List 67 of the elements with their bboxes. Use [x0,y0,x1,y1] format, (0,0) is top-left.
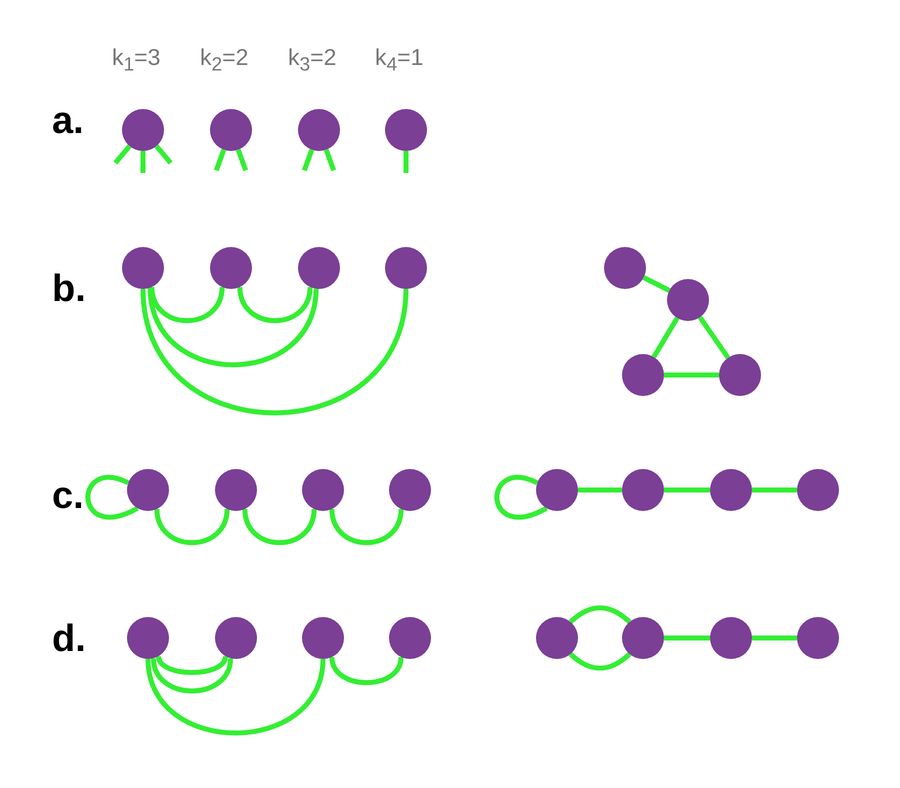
edge-line [752,488,797,492]
node-circle [710,617,752,659]
self-loop [86,475,139,520]
edge-line [237,286,313,324]
node-circle [622,469,664,511]
degree-label: k$_{3}$=2 [288,44,336,77]
edge-line [154,508,230,546]
edge-line [150,658,234,694]
panel-label: c. [52,475,84,518]
degree-label: k$_{4}$=1 [375,44,424,77]
node-circle [710,469,752,511]
degree-label: k$_{1}$=3 [112,44,160,77]
edge-stub [302,148,314,172]
edge-line [664,488,710,492]
edge-stub [214,148,226,172]
self-loop [494,475,548,520]
edge-line [149,286,225,324]
edge-line [329,508,404,546]
edge-line [146,658,326,736]
edge-line [568,652,632,671]
node-circle [210,109,252,151]
edge-stub [154,144,173,165]
node-circle [215,617,257,659]
edge-stub [140,151,146,173]
edge-stub [404,151,408,173]
edge-stub [236,148,248,172]
node-circle [622,354,664,396]
edge-line [140,288,408,416]
node-circle [536,469,578,511]
node-circle [122,109,164,151]
node-circle [298,247,340,289]
edge-line [642,275,670,293]
edge-line [156,656,228,675]
edge-line [578,488,622,492]
edge-stub [324,148,336,172]
node-circle [719,354,761,396]
edge-line [148,287,319,368]
node-circle [215,469,257,511]
node-circle [210,247,252,289]
node-circle [122,247,164,289]
edge-line [698,316,730,360]
node-circle [667,279,709,321]
panel-label: a. [52,100,84,143]
node-circle [797,617,839,659]
node-circle [302,617,344,659]
node-circle [127,617,169,659]
node-circle [622,617,664,659]
node-circle [385,109,427,151]
node-circle [797,469,839,511]
edge-line [752,636,797,640]
node-circle [604,247,646,289]
edge-line [242,508,317,546]
edge-stub [113,144,132,165]
node-circle [302,469,344,511]
degree-label: k$_{2}$=2 [200,44,248,77]
edge-line [664,636,710,640]
edge-line [568,605,632,624]
panel-label: d. [52,618,86,661]
node-circle [127,469,169,511]
node-circle [389,617,431,659]
panel-label: b. [52,268,86,311]
node-circle [298,109,340,151]
node-circle [389,469,431,511]
edge-line [652,316,680,358]
node-circle [385,247,427,289]
node-circle [536,617,578,659]
edge-line [664,372,719,378]
